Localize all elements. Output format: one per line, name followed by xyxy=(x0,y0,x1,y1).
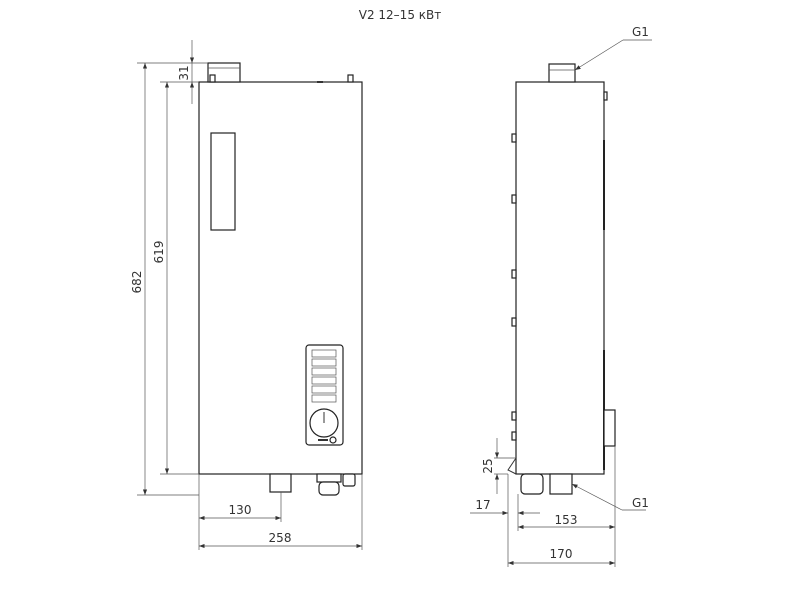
side-cable-gland xyxy=(520,473,544,495)
side-bottom-pipe xyxy=(549,473,573,495)
dim-153: 153 xyxy=(555,513,578,527)
dim-130: 130 xyxy=(229,503,252,517)
dim-17: 17 xyxy=(475,498,490,512)
label-g1-top: G1 xyxy=(632,25,649,39)
bottom-pipe xyxy=(269,473,292,493)
dim-170: 170 xyxy=(550,547,573,561)
cable-gland xyxy=(318,481,340,496)
side-body xyxy=(515,81,605,475)
side-top-pipe xyxy=(548,63,576,83)
dim-619: 619 xyxy=(152,241,166,264)
drawing-title: V2 12–15 кВт xyxy=(359,8,441,22)
dim-682: 682 xyxy=(130,271,144,294)
control-panel xyxy=(305,344,344,446)
dim-31: 31 xyxy=(177,65,191,80)
dim-25: 25 xyxy=(481,458,495,473)
front-view: 682 619 31 130 258 xyxy=(130,40,363,550)
dim-258: 258 xyxy=(269,531,292,545)
display-window xyxy=(210,132,236,231)
wall-bracket xyxy=(603,409,616,447)
label-g1-bottom: G1 xyxy=(632,496,649,510)
side-view: G1 G1 25 17 153 170 xyxy=(470,25,652,567)
